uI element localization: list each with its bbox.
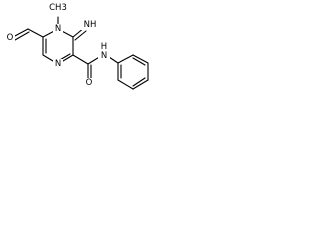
phenyl-ring [117,54,149,90]
atom-label-n-methyl: N [53,24,63,34]
n-methyl-label: N [55,24,61,34]
double-bond-c5-imine [74,30,87,41]
n-pyrazine-label: N [55,59,61,69]
aromatic-bond-a [132,57,146,66]
amide-group [72,54,119,79]
atom-label-methyl: CH3 [49,2,67,13]
bond-cho-o [12,28,29,38]
methyl-label: CH3 [49,3,67,13]
aldehyde-o-label: O [7,33,14,43]
atom-label-n-pyrazine: N [53,59,63,69]
bond-ph-2-3 [132,54,149,64]
amide-h-label: H [101,42,107,52]
amide-n-label: N [101,51,107,61]
atom-label-amide-o: O [84,78,94,88]
aromatic-bond-b [132,77,146,87]
bond-ph-5-6 [117,79,134,90]
bond-c3-cho [27,28,44,38]
double-bond-cho-o [14,31,30,41]
atom-label-amide-n: H N [98,42,110,62]
bond-ph-4-5 [132,79,149,90]
atom-label-aldehyde-o: O [5,33,15,43]
molecule-diagram: N N NH CH3 O O H N [5,2,149,90]
bond-c6-amide-c [72,54,89,65]
amide-o-label: O [86,78,93,88]
bond-ph-1-2 [117,54,134,64]
atom-label-imine: NH [81,20,99,30]
structure-canvas: N N NH CH3 O O H N [0,0,160,94]
imine-label: NH [84,20,97,30]
aldehyde-group [12,28,44,41]
